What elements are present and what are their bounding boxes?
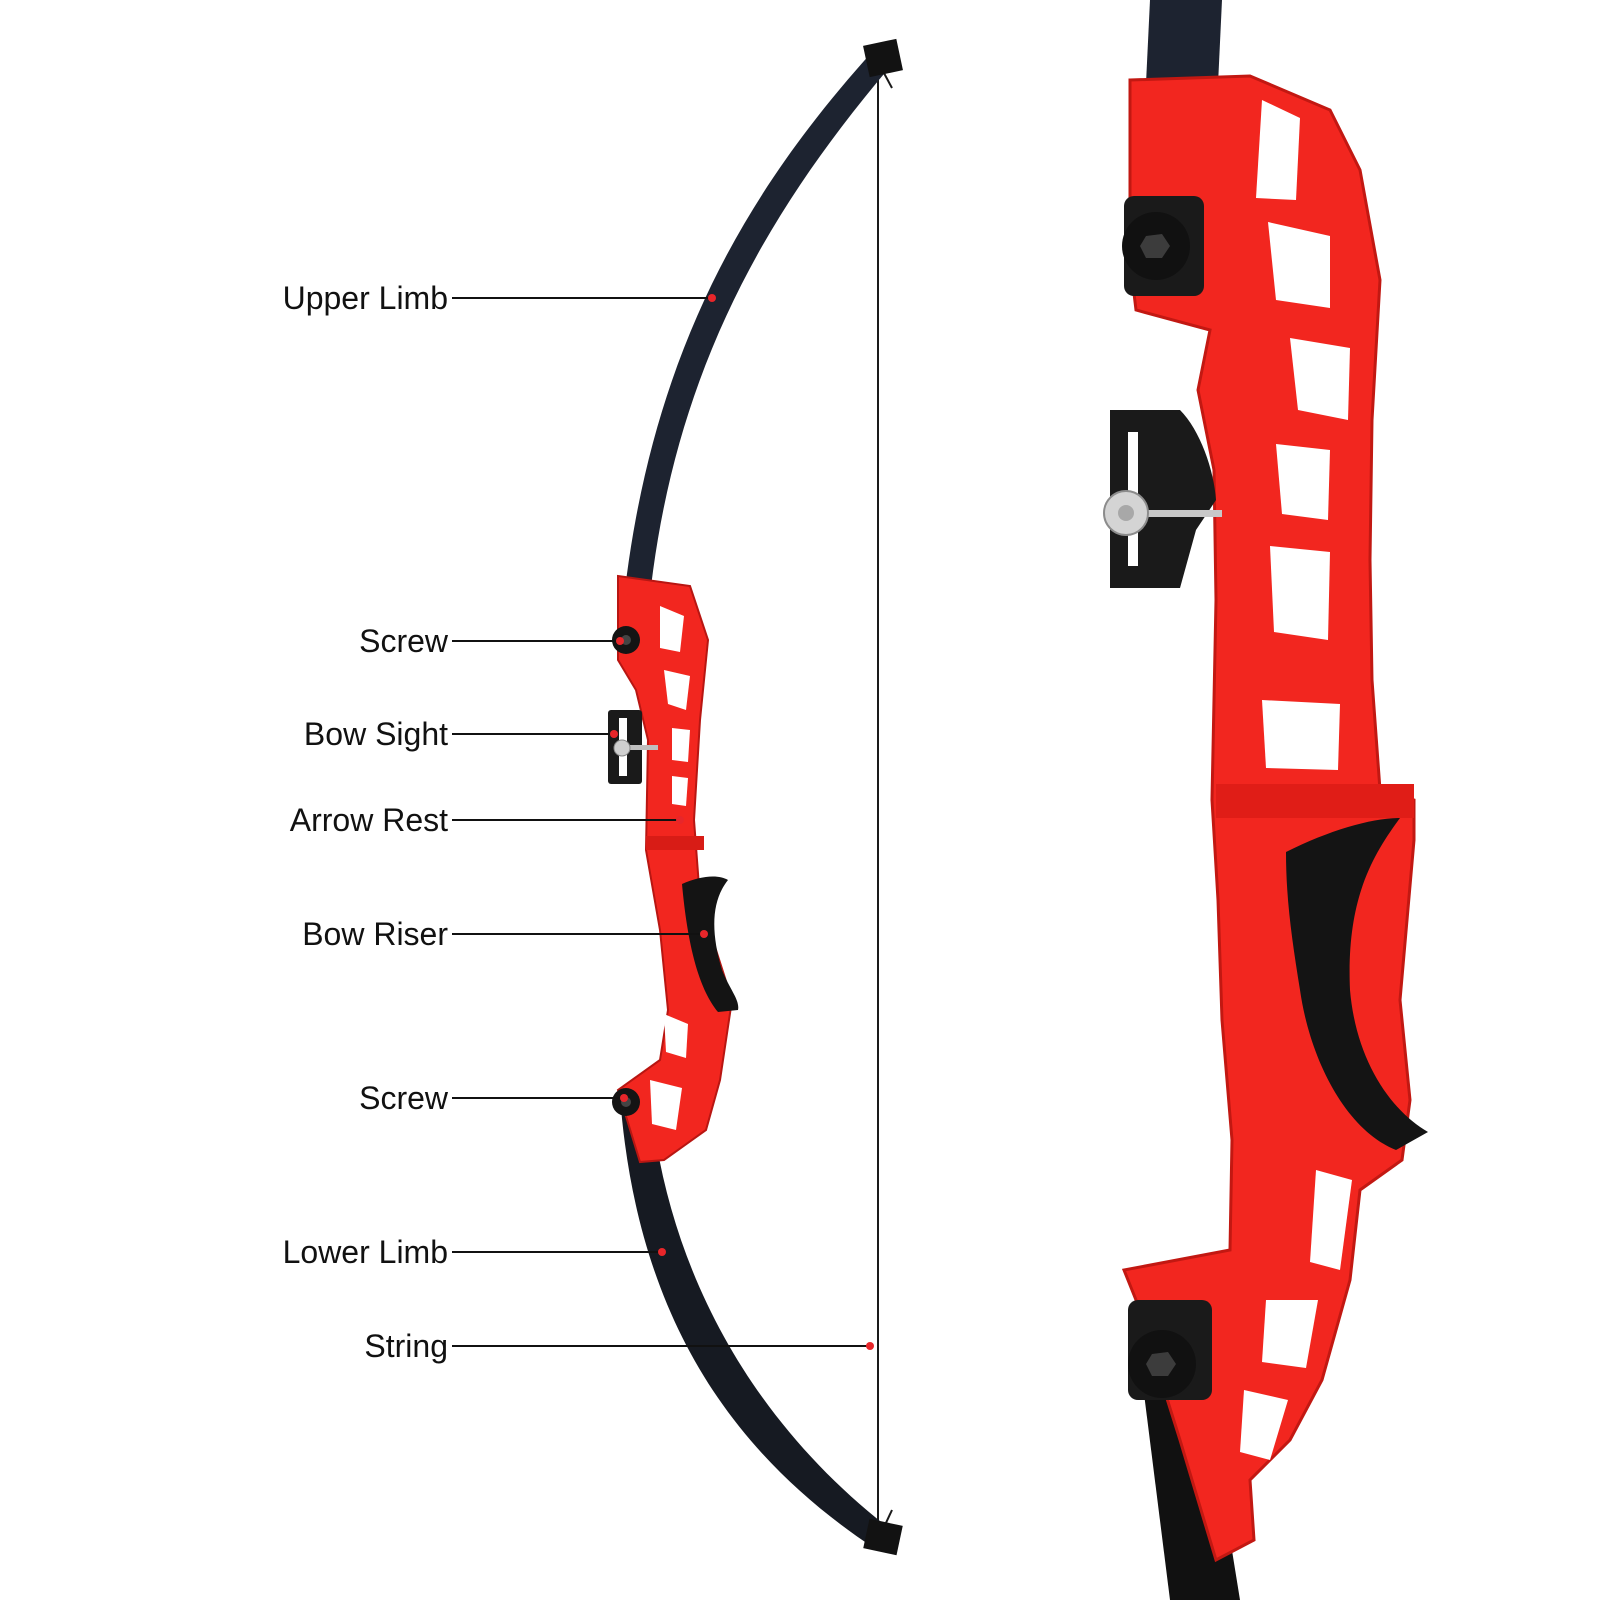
upper-limb-tip <box>863 38 903 78</box>
callout-label: Screw <box>359 1080 449 1116</box>
closeup-screw-lower-hex <box>1146 1352 1176 1376</box>
callout-screw-upper: Screw <box>359 623 624 659</box>
callout-bow-riser: Bow Riser <box>302 916 708 952</box>
closeup-cutout <box>1310 1170 1352 1270</box>
grip <box>682 876 739 1012</box>
closeup-screw-upper-hex <box>1140 234 1170 258</box>
closeup-cutout <box>1240 1390 1288 1460</box>
closeup-cutout <box>1262 1300 1318 1368</box>
lower-limb <box>620 1096 894 1548</box>
leader-marker <box>616 637 624 645</box>
riser-closeup <box>1103 0 1428 1600</box>
lower-limb-tip <box>863 1518 903 1556</box>
closeup-cutout <box>1268 222 1330 308</box>
callout-lower-limb: Lower Limb <box>283 1234 666 1270</box>
leader-marker <box>866 1342 874 1350</box>
riser-body <box>616 574 734 1164</box>
riser-cutout <box>650 1080 682 1130</box>
callout-upper-limb: Upper Limb <box>283 280 716 316</box>
leader-marker <box>610 730 618 738</box>
closeup-shelf <box>1216 784 1414 818</box>
callout-label: Arrow Rest <box>290 802 448 838</box>
closeup-cutout <box>1290 338 1350 420</box>
leader-marker <box>700 930 708 938</box>
callout-screw-lower: Screw <box>359 1080 628 1116</box>
callout-label: Upper Limb <box>283 280 448 316</box>
full-bow <box>608 38 903 1556</box>
closeup-cutout <box>1262 700 1340 770</box>
riser-cutout <box>664 670 690 710</box>
bow-sight-pin <box>618 745 658 750</box>
callout-label: Bow Riser <box>302 916 448 952</box>
closeup-cutout <box>1276 444 1330 520</box>
leader-marker <box>708 294 716 302</box>
riser-shelf <box>646 836 704 850</box>
closeup-cutout <box>1256 100 1300 200</box>
callout-arrow-rest: Arrow Rest <box>290 802 684 838</box>
riser-cutout <box>664 1014 688 1058</box>
closeup-cutout <box>1270 546 1330 640</box>
callout-bow-sight: Bow Sight <box>304 716 618 752</box>
leader-marker <box>658 1248 666 1256</box>
leader-marker <box>676 816 684 824</box>
callout-label: Screw <box>359 623 449 659</box>
bow-sight-knob <box>613 739 631 757</box>
callout-string: String <box>364 1328 874 1364</box>
closeup-sight-pin <box>1126 510 1222 517</box>
riser-cutout <box>660 606 684 652</box>
riser-cutout <box>672 728 690 762</box>
riser-cutout <box>672 776 688 806</box>
riser <box>616 574 734 1164</box>
callout-label: String <box>364 1328 448 1364</box>
leader-marker <box>620 1094 628 1102</box>
closeup-grip <box>1286 818 1428 1150</box>
callout-label: Lower Limb <box>283 1234 448 1270</box>
callout-label: Bow Sight <box>304 716 448 752</box>
upper-limb <box>620 52 894 640</box>
closeup-sight-knob-center <box>1118 505 1134 521</box>
